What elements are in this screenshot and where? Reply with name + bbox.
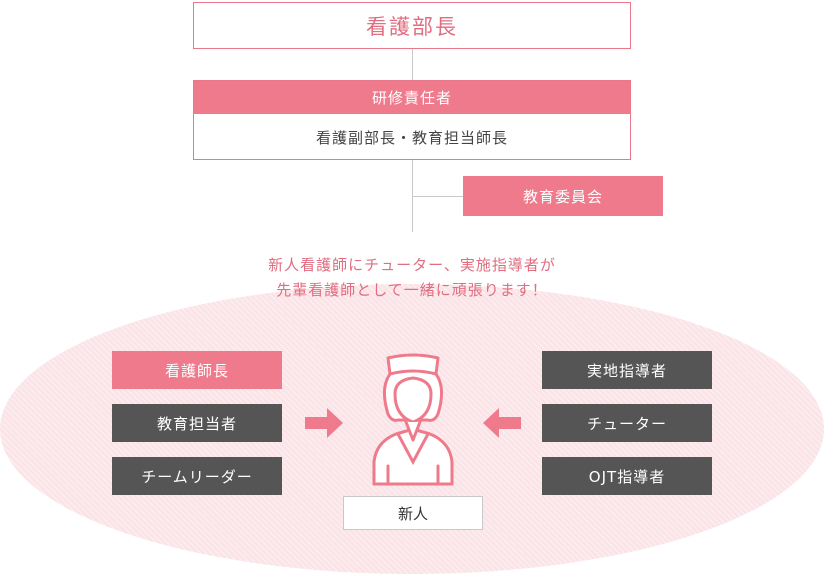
left-role-3: チームリーダー xyxy=(112,457,282,495)
left-role-label: チームリーダー xyxy=(141,467,253,486)
left-role-label: 看護師長 xyxy=(164,361,229,380)
right-role-2: チューター xyxy=(542,404,712,442)
education-committee-label: 教育委員会 xyxy=(522,187,603,206)
training-manager-box: 研修責任者 看護副部長・教育担当師長 xyxy=(193,80,631,160)
left-role-2: 教育担当者 xyxy=(112,404,282,442)
nurse-figure-icon xyxy=(372,353,454,486)
connector-to-committee xyxy=(412,196,463,197)
arrow-left-icon xyxy=(483,408,521,438)
support-message-line-2: 先輩看護師として一緒に頑張ります！ xyxy=(276,281,548,299)
newcomer-label: 新人 xyxy=(397,504,428,523)
support-message: 新人看護師にチューター、実施指導者が 先輩看護師として一緒に頑張ります！ xyxy=(150,253,674,303)
right-role-label: チューター xyxy=(586,414,667,433)
left-role-1: 看護師長 xyxy=(112,351,282,389)
right-role-1: 実地指導者 xyxy=(542,351,712,389)
nursing-director-box: 看護部長 xyxy=(193,2,631,49)
right-role-label: OJT指導者 xyxy=(588,467,666,486)
support-message-line-1: 新人看護師にチューター、実施指導者が xyxy=(268,256,556,274)
connector-head-to-trainer xyxy=(412,49,413,80)
right-role-3: OJT指導者 xyxy=(542,457,712,495)
nursing-director-label: 看護部長 xyxy=(366,14,458,39)
right-role-label: 実地指導者 xyxy=(586,361,667,380)
newcomer-label-box: 新人 xyxy=(343,496,483,530)
education-committee-box: 教育委員会 xyxy=(463,176,663,216)
arrow-right-icon xyxy=(305,408,343,438)
training-manager-members: 看護副部長・教育担当師長 xyxy=(315,128,508,147)
left-role-label: 教育担当者 xyxy=(156,414,237,433)
training-manager-title: 研修責任者 xyxy=(194,81,630,114)
